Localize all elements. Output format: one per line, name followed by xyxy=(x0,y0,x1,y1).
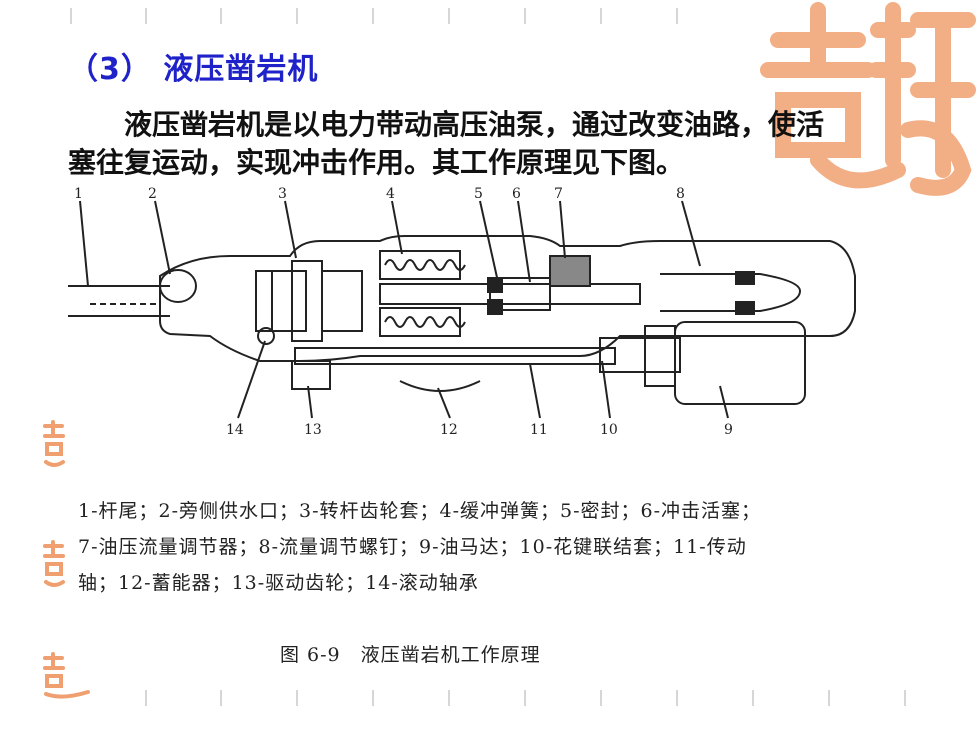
callout-label: 4 xyxy=(386,186,395,202)
rock-drill-diagram: 1 2 3 4 5 6 7 8 9 10 11 12 13 14 xyxy=(68,186,856,438)
callout-label: 13 xyxy=(304,422,322,438)
callout-label: 1 xyxy=(74,186,83,202)
callout-label: 12 xyxy=(440,422,458,438)
intro-paragraph: 液压凿岩机是以电力带动高压油泵，通过改变油路，使活 塞往复运动，实现冲击作用。其… xyxy=(68,106,973,182)
paragraph-line-2: 塞往复运动，实现冲击作用。其工作原理见下图。 xyxy=(68,146,685,179)
callout-label: 2 xyxy=(148,186,157,202)
callout-label: 3 xyxy=(278,186,287,202)
figure-legend-line: 1-杆尾；2-旁侧供水口；3-转杆齿轮套；4-缓冲弹簧；5-密封；6-冲击活塞； xyxy=(78,500,762,522)
figure-legend-line: 7-油压流量调节器；8-流量调节螺钉；9-油马达；10-花键联结套；11-传动 xyxy=(78,536,747,558)
callout-label: 10 xyxy=(600,422,618,438)
paragraph-line-1: 液压凿岩机是以电力带动高压油泵，通过改变油路，使活 xyxy=(124,108,825,141)
callout-label: 9 xyxy=(724,422,733,438)
small-seal-icon xyxy=(43,540,65,587)
small-seal-icon xyxy=(43,652,90,699)
figure-caption: 图 6-9 液压凿岩机工作原理 xyxy=(280,644,541,666)
callout-label: 14 xyxy=(226,422,244,438)
decorative-seal-logo xyxy=(760,2,976,196)
section-heading: （3） 液压凿岩机 xyxy=(68,52,319,87)
callout-label: 5 xyxy=(474,186,483,202)
small-seal-icon xyxy=(43,420,65,467)
callout-label: 7 xyxy=(554,186,563,202)
figure-legend-line: 轴；12-蓄能器；13-驱动齿轮；14-滚动轴承 xyxy=(78,572,479,594)
callout-label: 11 xyxy=(530,422,548,438)
callout-label: 6 xyxy=(512,186,521,202)
callout-label: 8 xyxy=(676,186,685,202)
